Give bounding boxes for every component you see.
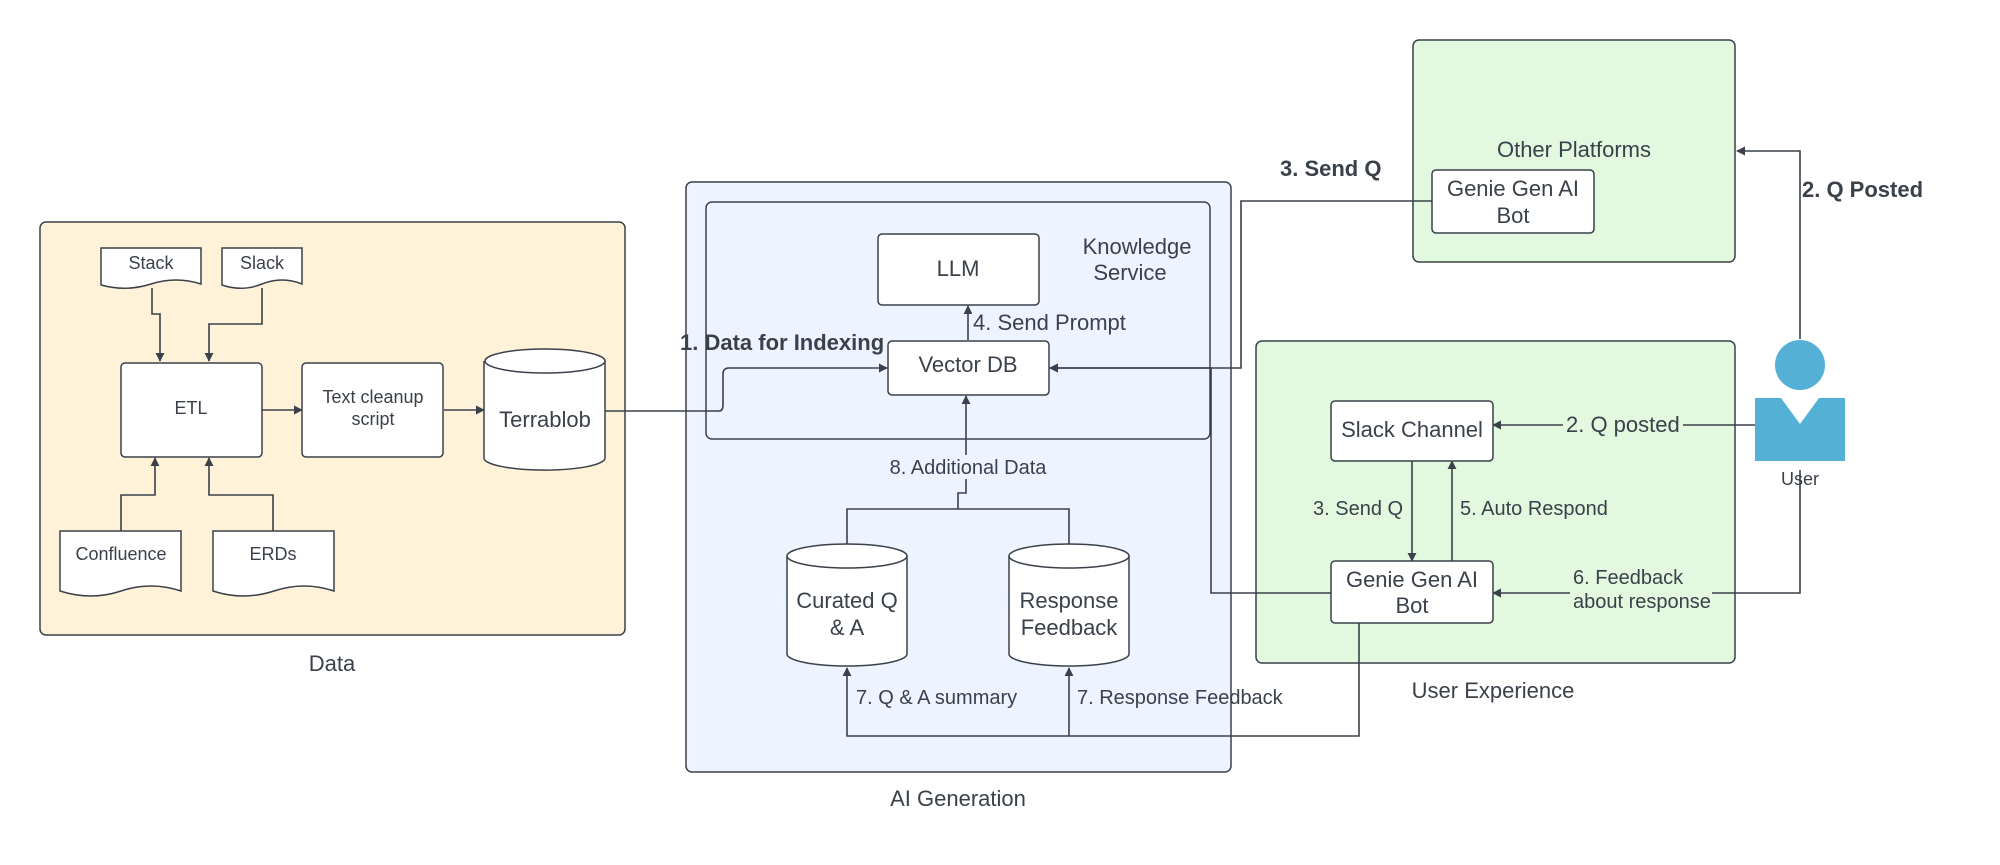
genie-bot-ux-label-line2: Bot: [1395, 593, 1428, 618]
curated-qa-cylinder: [786, 543, 908, 667]
genie-bot-ux-label-line1: Genie Gen AI: [1346, 567, 1478, 592]
vector-db-box: [887, 340, 1050, 396]
label-qa-summary: 7. Q & A summary: [856, 687, 1017, 709]
response-feedback-label-line1: Response: [1019, 588, 1118, 613]
edge-stack-to-etl: [151, 288, 165, 362]
data-group-label: Data: [309, 651, 356, 676]
label-bg-send-prompt: [972, 308, 1132, 334]
label-bg-feedback: [1570, 565, 1712, 615]
edge-additional-data: [846, 396, 1070, 546]
label-auto-respond: 5. Auto Respond: [1460, 498, 1608, 520]
edge-confluence-to-etl: [120, 457, 160, 531]
genie-bot-other-label-line1: Genie Gen AI: [1447, 176, 1579, 201]
genie-bot-ux-box: [1330, 560, 1494, 624]
knowledge-service-label-line1: Knowledge: [1083, 234, 1192, 259]
label-response-feedback: 7. Response Feedback: [1077, 687, 1284, 709]
edge-slack-to-etl: [204, 288, 263, 362]
edge-bot-to-curated-and-feedback: [842, 623, 1360, 737]
llm-label: LLM: [937, 256, 980, 281]
label-send-q: 3. Send Q: [1313, 498, 1403, 520]
erds-document: [212, 530, 335, 597]
response-feedback-cylinder: [1008, 543, 1130, 667]
stack-document: [100, 247, 202, 289]
confluence-document: [59, 530, 182, 597]
edge-terrablob-to-vectordb: [605, 363, 888, 412]
response-feedback-label-line2: Feedback: [1021, 615, 1119, 640]
knowledge-service-label-line2: Service: [1093, 260, 1166, 285]
terrablob-cylinder: [483, 348, 606, 471]
genie-bot-other-label-line2: Bot: [1496, 203, 1529, 228]
llm-box: [877, 233, 1040, 306]
label-feedback-line1: 6. Feedback: [1573, 567, 1684, 589]
edge-erds-to-etl: [204, 457, 274, 531]
genie-bot-other-box: [1431, 169, 1595, 234]
knowledge-service-group: [705, 201, 1211, 440]
user-experience-group-label: User Experience: [1412, 678, 1575, 703]
person-icon-body: [1755, 398, 1845, 461]
stack-label: Stack: [128, 253, 174, 273]
user-label: User: [1781, 469, 1819, 489]
label-data-for-indexing: 1. Data for Indexing: [680, 330, 884, 355]
slack-channel-box: [1330, 400, 1494, 462]
erds-label: ERDs: [249, 544, 296, 564]
label-feedback-line2: about response: [1573, 591, 1711, 613]
label-bg-additional-data: [884, 455, 1052, 479]
ai-generation-group-label: AI Generation: [890, 786, 1026, 811]
other-platforms-group-label: Other Platforms: [1497, 137, 1651, 162]
person-icon: [1755, 340, 1845, 461]
edge-ux-bot-to-vectordb: [1049, 363, 1331, 594]
label-q-posted: 2. Q posted: [1566, 412, 1680, 437]
label-q-posted-bold: 2. Q Posted: [1802, 177, 1923, 202]
slack-label: Slack: [240, 253, 285, 273]
label-send-q-bold: 3. Send Q: [1280, 156, 1381, 181]
curated-qa-label-line1: Curated Q: [796, 588, 898, 613]
confluence-label: Confluence: [75, 544, 166, 564]
curated-qa-label-line2: & A: [830, 615, 865, 640]
slack-document: [221, 247, 303, 289]
label-bg-q-posted: [1563, 411, 1683, 437]
text-cleanup-box: [301, 362, 444, 458]
terrablob-label: Terrablob: [499, 407, 591, 432]
label-send-prompt: 4. Send Prompt: [973, 310, 1126, 335]
text-cleanup-label-line1: Text cleanup: [322, 387, 423, 407]
text-cleanup-label-line2: script: [351, 409, 394, 429]
slack-channel-label: Slack Channel: [1341, 417, 1483, 442]
vector-db-label: Vector DB: [918, 352, 1017, 377]
etl-label: ETL: [174, 398, 207, 418]
label-additional-data: 8. Additional Data: [890, 457, 1048, 479]
edge-user-to-other-platforms: [1736, 146, 1801, 339]
person-icon-head: [1775, 340, 1825, 390]
etl-box: [120, 362, 263, 458]
